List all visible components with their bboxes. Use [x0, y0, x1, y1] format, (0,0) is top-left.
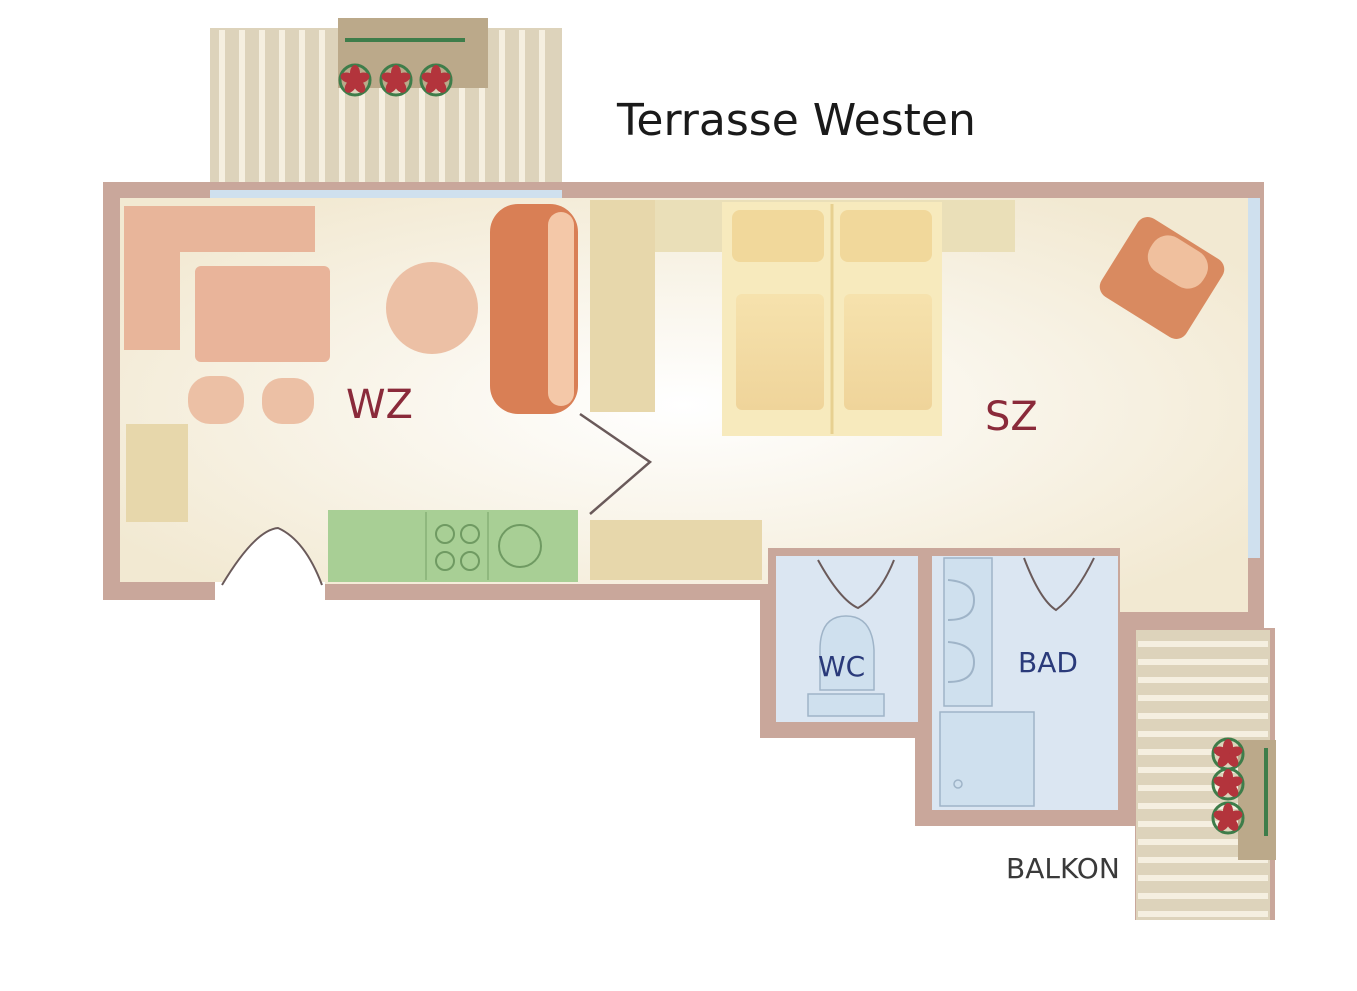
sideboard [126, 424, 188, 522]
flower-icon [379, 63, 413, 97]
room-label-wz: WZ [346, 382, 413, 428]
bath-door[interactable] [1023, 557, 1095, 612]
flower-box-balcony [1211, 737, 1268, 836]
washbasin-icon [943, 557, 993, 707]
wardrobe [590, 200, 655, 412]
bench [590, 520, 762, 580]
stool-right [262, 378, 314, 424]
flower-box-terrace [338, 38, 465, 97]
room-label-wc: WC [818, 650, 865, 683]
flower-icon [419, 63, 453, 97]
bedroom-door[interactable] [579, 412, 653, 515]
double-bed [722, 202, 942, 436]
wc-door[interactable] [817, 559, 895, 610]
entrance-door[interactable] [215, 526, 325, 600]
page-title: Terrasse Westen [616, 95, 976, 146]
stove-icon [435, 524, 480, 571]
armchair-bedroom [1099, 217, 1225, 339]
flower-icon [338, 63, 372, 97]
room-label-balkon: BALKON [1006, 852, 1120, 885]
stool-left [188, 376, 244, 424]
sofa-corner [124, 206, 315, 350]
terrace-deck [210, 18, 562, 194]
room-label-bad: BAD [1018, 646, 1078, 679]
flower-icon [1211, 801, 1245, 835]
flower-icon [1211, 767, 1245, 801]
toilet-icon [807, 615, 885, 717]
kitchen-counter [328, 510, 578, 582]
armchair-living [490, 204, 578, 414]
balcony-deck [1136, 630, 1276, 920]
sink-icon [498, 524, 542, 568]
dining-table [386, 262, 478, 354]
coffee-table [195, 266, 330, 362]
room-label-sz: SZ [985, 394, 1038, 440]
shower-icon [939, 711, 1035, 807]
